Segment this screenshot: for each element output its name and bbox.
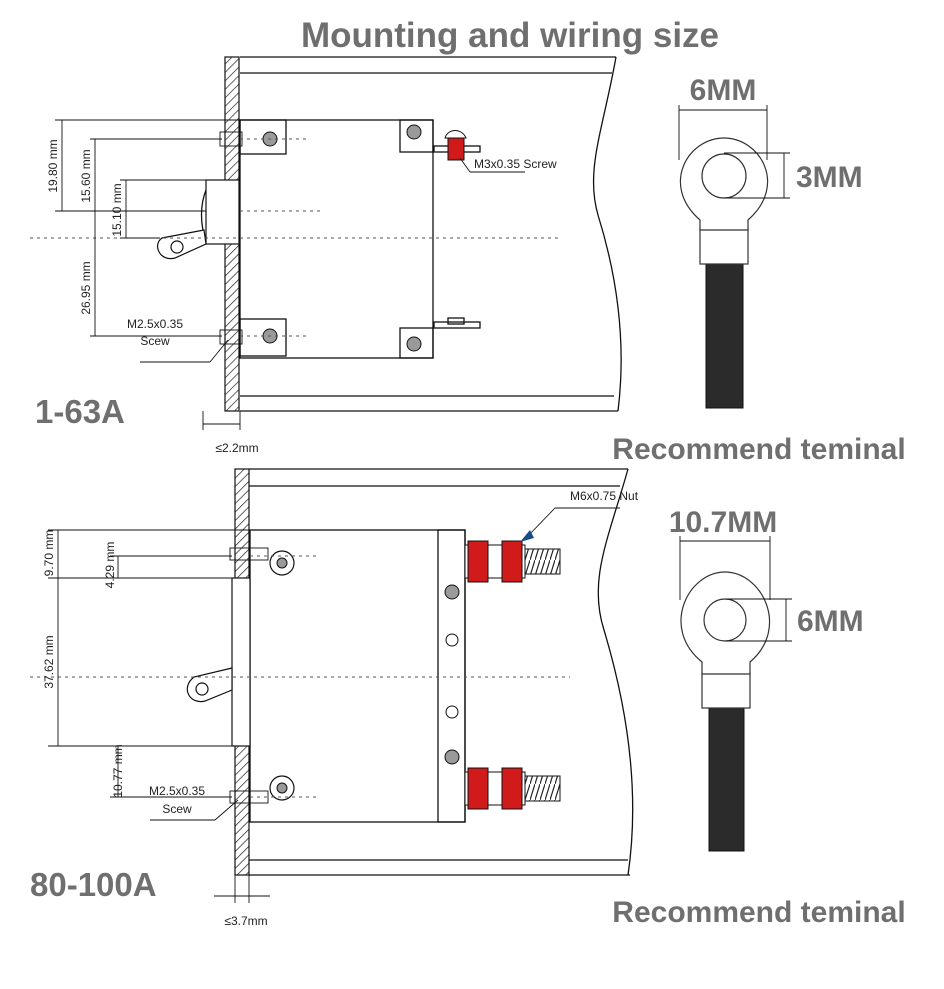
bottom-housing [249, 468, 634, 876]
bottom-red-nut [467, 767, 489, 810]
bottom-diagram: 9.70 mm 4.29 mm 37.62 mm 10.77 mm M6x0.7… [30, 468, 639, 928]
bottom-red-nut [467, 540, 489, 583]
bottom-ring-terminal: 10.7MM 6MM Recommend teminal [612, 506, 905, 929]
top-ring-terminal: 6MM 3MM Recommend teminal [612, 74, 905, 466]
bottom-lug-barrel [701, 671, 751, 709]
bottom-wall-screw-top [229, 547, 269, 561]
top-dim-15-60: 15.60 mm [79, 149, 93, 202]
bottom-actuator [186, 577, 251, 747]
page-title: Mounting and wiring size [301, 16, 719, 55]
bottom-dim-9-70: 9.70 mm [42, 530, 56, 577]
bottom-mount-screw-label-2: Scew [162, 802, 192, 816]
top-dim-19-80: 19.80 mm [46, 139, 60, 192]
bottom-terminal-strip [437, 529, 466, 823]
bottom-rating: 80-100A [30, 866, 157, 903]
bottom-stud-bottom [464, 767, 561, 810]
top-terminals [433, 130, 481, 329]
top-terminal-width: 6MM [690, 74, 757, 107]
bottom-mount-holes [269, 550, 295, 801]
top-cable [705, 261, 744, 409]
top-panel-thickness: ≤2.2mm [215, 441, 258, 455]
bottom-terminal-hole: 6MM [797, 605, 864, 638]
bottom-strip-holes [444, 584, 460, 765]
top-terminal-hole: 3MM [796, 161, 863, 194]
bottom-nut-note: M6x0.75 Nut [570, 489, 639, 503]
top-diagram: 19.80 mm 15.60 mm 15.10 mm 26.95 mm M3x0… [30, 56, 622, 455]
bottom-panel-thickness: ≤3.7mm [224, 914, 267, 928]
top-dim-26-95: 26.95 mm [79, 261, 93, 314]
top-dimension-lines [55, 119, 525, 430]
top-mount-blocks [239, 119, 434, 359]
bottom-terminal-caption: Recommend teminal [612, 896, 905, 929]
bottom-red-nut [501, 767, 523, 810]
bottom-dim-4-29: 4.29 mm [103, 542, 117, 589]
top-screw-note: M3x0.35 Screw [474, 157, 557, 171]
bottom-lug-hole [703, 598, 747, 642]
bottom-dimension-lines [48, 507, 620, 903]
top-mount-screw-label-1: M2.5x0.35 [127, 317, 183, 331]
top-rating: 1-63A [35, 393, 125, 430]
bottom-stud-top [464, 540, 561, 583]
top-lug-barrel [699, 227, 749, 265]
top-lug-hole [701, 153, 747, 199]
bottom-cable [708, 705, 745, 852]
top-dim-15-10: 15.10 mm [110, 183, 124, 236]
bottom-dim-10-77: 10.77 mm [111, 744, 125, 797]
top-housing [240, 56, 622, 412]
bottom-mount-screw-label-1: M2.5x0.35 [149, 784, 205, 798]
top-mount-screw-label-2: Scew [140, 334, 170, 348]
top-terminal-screw-red [447, 137, 465, 161]
top-actuator [157, 179, 240, 260]
top-terminal-caption: Recommend teminal [612, 433, 905, 466]
bottom-terminal-width: 10.7MM [669, 506, 777, 539]
bottom-dim-37-62: 37.62 mm [42, 635, 56, 688]
top-breaker-body [239, 119, 434, 359]
bottom-red-nut [501, 540, 523, 583]
